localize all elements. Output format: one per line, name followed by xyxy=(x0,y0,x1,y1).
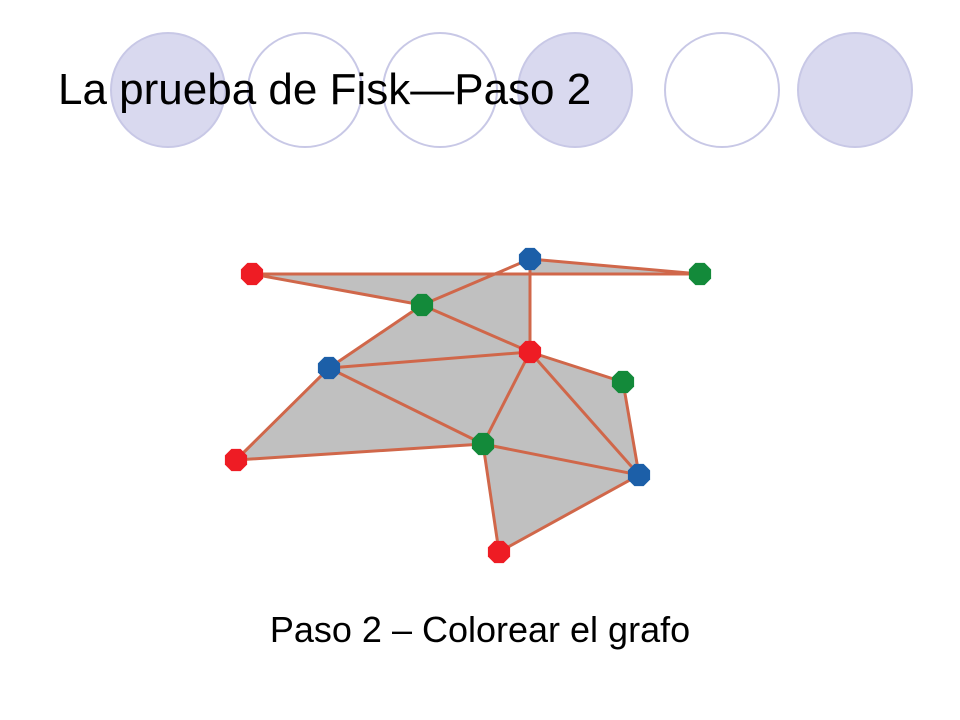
vertex-g xyxy=(627,463,651,487)
decor-circle-6 xyxy=(797,32,913,148)
vertex-k xyxy=(688,262,712,286)
diagonal-i-g xyxy=(528,351,641,476)
diagonal-b-i xyxy=(421,303,531,354)
diagonal-b-j xyxy=(421,257,531,307)
vertex-f xyxy=(487,540,511,564)
decor-circle-2 xyxy=(247,32,363,148)
vertices xyxy=(224,247,712,564)
diagonal-e-i xyxy=(481,351,532,445)
vertex-b xyxy=(410,293,434,317)
decor-circle-5 xyxy=(664,32,780,148)
vertex-i xyxy=(518,340,542,364)
vertex-d xyxy=(224,448,248,472)
diagonal-c-e xyxy=(328,366,484,446)
decor-circle-1 xyxy=(110,32,226,148)
vertex-h xyxy=(611,370,635,394)
vertex-e xyxy=(471,432,495,456)
polygon-shape xyxy=(234,257,702,554)
decor-circle-3 xyxy=(382,32,498,148)
vertex-a xyxy=(240,262,264,286)
vertex-c xyxy=(317,356,341,380)
slide-caption: Paso 2 – Colorear el grafo xyxy=(269,609,691,650)
diagonal-e-g xyxy=(482,442,640,477)
decorative-circles xyxy=(110,32,913,148)
decor-circle-4 xyxy=(517,32,633,148)
diagonals xyxy=(328,257,641,477)
vertex-j xyxy=(518,247,542,271)
diagonal-c-i xyxy=(328,350,531,370)
slide-title: La prueba de Fisk—Paso 2 xyxy=(58,65,592,114)
